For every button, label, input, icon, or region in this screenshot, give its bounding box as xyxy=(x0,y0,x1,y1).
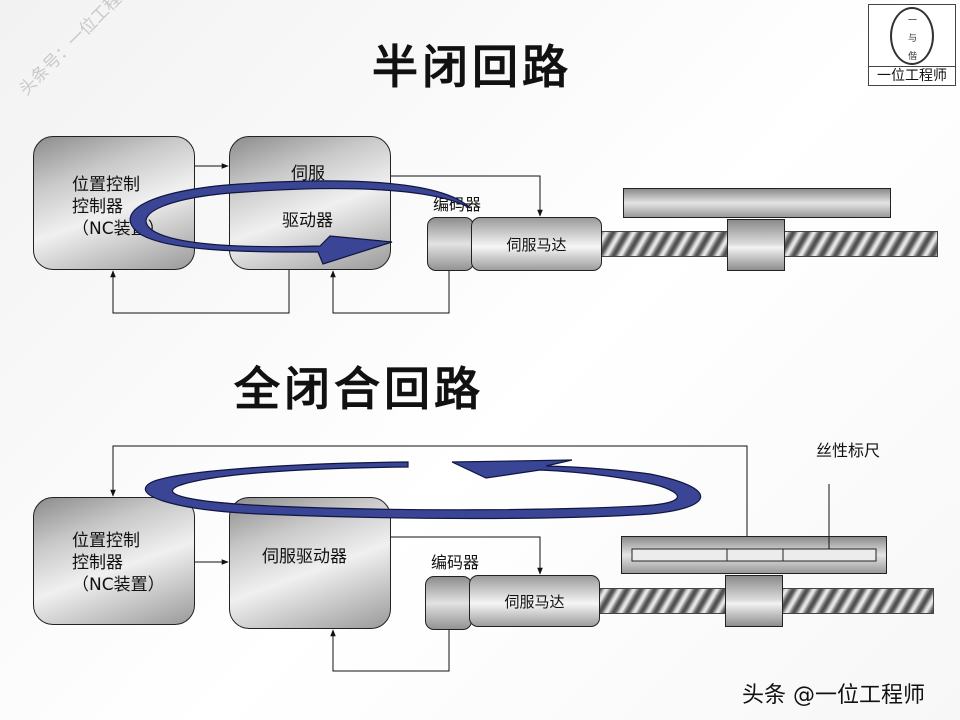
semi-feedback-controller xyxy=(110,270,290,314)
full-motor-label: 伺服马达 xyxy=(504,592,565,611)
semi-encoder-label: 编码器 xyxy=(433,195,482,214)
full-encoder-feedback xyxy=(330,629,450,672)
full-servo-motor: 伺服马达 xyxy=(469,575,600,627)
full-closed-loop-title: 全闭合回路 xyxy=(234,362,484,416)
semi-worktable xyxy=(623,188,891,218)
logo-caption: 一位工程师 xyxy=(869,66,955,85)
semi-closed-loop-title: 半闭回路 xyxy=(372,40,572,94)
seal-glyph-top: 一 xyxy=(908,16,918,26)
seal-glyph-bottom: 偕 xyxy=(908,52,918,62)
semi-servo-motor: 伺服马达 xyxy=(471,217,602,271)
linear-scale xyxy=(631,548,877,562)
seal-icon: 一 与 偕 xyxy=(879,7,947,67)
full-controller-box: 位置控制 控制器 （NC装置） xyxy=(33,497,195,625)
full-loop-arrow xyxy=(144,459,702,520)
seal-glyph-mid: 与 xyxy=(908,34,918,44)
semi-drive-arrow xyxy=(391,175,543,217)
linear-scale-label: 丝性标尺 xyxy=(816,441,881,460)
full-scale-feedback xyxy=(110,445,748,537)
semi-loop-arrow xyxy=(129,180,471,265)
full-screw-nut xyxy=(725,575,783,627)
full-controller-label: 位置控制 控制器 （NC装置） xyxy=(72,531,165,595)
full-drive-arrow xyxy=(391,536,543,575)
semi-servo-label-top: 伺服 xyxy=(291,164,325,184)
semi-servo-label-bottom: 驱动器 xyxy=(282,211,333,231)
author-credit: 头条 @一位工程师 xyxy=(742,683,925,708)
full-servo-driver-box: 伺服驱动器 xyxy=(229,497,391,629)
brand-logo: 一 与 偕 一位工程师 xyxy=(868,4,956,86)
full-servo-label: 伺服驱动器 xyxy=(262,547,347,567)
semi-screw-nut xyxy=(727,219,785,271)
semi-motor-label: 伺服马达 xyxy=(506,235,567,254)
semi-feedback-encoder xyxy=(330,270,450,314)
full-encoder-label: 编码器 xyxy=(431,553,480,572)
semi-encoder xyxy=(427,217,474,271)
